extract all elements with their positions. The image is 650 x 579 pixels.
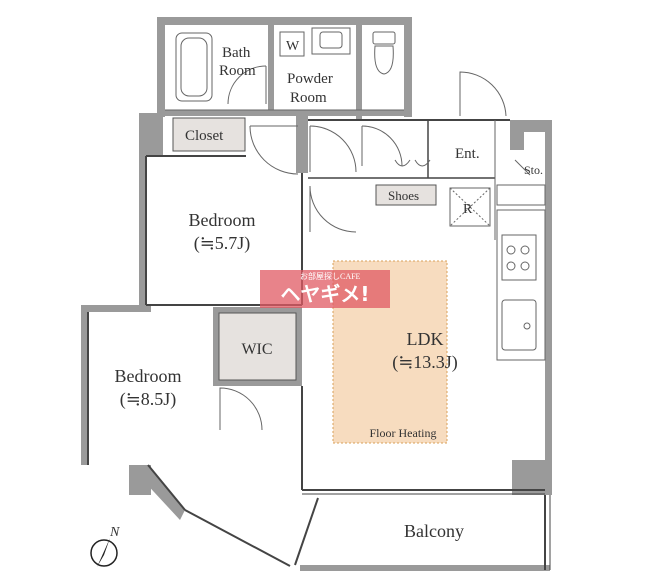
balcony-label: Balcony [404,521,464,541]
floor-heating-label: Floor Heating [370,426,437,440]
bedroom2-name: Bedroom [115,366,182,386]
watermark-big-text: ヘヤギメ! [280,282,369,306]
powder-room-label-line1: Powder [287,71,333,87]
bath-room-label-line2: Room [219,63,256,79]
watermark-logo: お部屋探しCAFE ヘヤギメ! [260,270,390,308]
doors [219,65,531,431]
ldk-name: LDK [407,329,444,349]
closet-label: Closet [185,128,224,144]
entrance-label: Ent. [455,146,480,162]
wic-label: WIC [241,341,272,358]
north-compass: N [90,525,120,567]
shoes-label: Shoes [388,188,419,203]
washer-label: W [286,39,300,54]
bedroom2-size: (≒8.5J) [120,389,177,410]
walls [81,17,552,571]
room-labels: Bath Room W Powder Room Closet Ent. Sto.… [115,39,544,541]
bedroom1-size: (≒5.7J) [194,233,251,254]
interior-lines [87,27,551,570]
powder-room-label-line2: Room [290,90,327,106]
north-label: N [109,525,120,540]
watermark-small-text: お部屋探しCAFE [300,271,361,281]
bedroom1-name: Bedroom [189,210,256,230]
bath-room-label-line1: Bath [222,45,251,61]
refrigerator-label: R [463,202,473,217]
storage-label: Sto. [524,163,543,177]
ldk-size: (≒13.3J) [392,352,458,373]
